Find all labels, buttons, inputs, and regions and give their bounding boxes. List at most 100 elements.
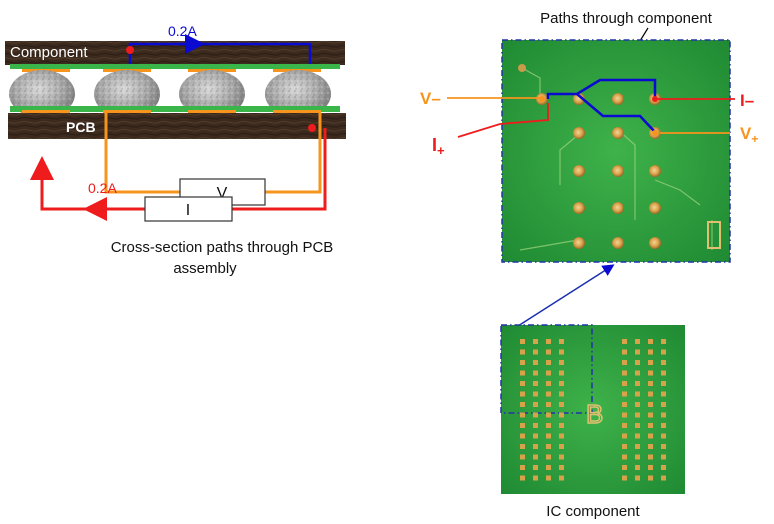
ic-pad bbox=[635, 402, 640, 407]
ic-pad bbox=[661, 423, 666, 428]
ic-pad bbox=[559, 402, 564, 407]
ic-pad bbox=[635, 381, 640, 386]
ic-pad bbox=[622, 433, 627, 439]
ic-pad bbox=[546, 370, 551, 376]
ic-pad bbox=[635, 412, 640, 418]
ic-pad bbox=[533, 412, 538, 418]
ic-pad bbox=[622, 391, 627, 397]
ic-pad bbox=[533, 339, 538, 344]
current-path-component: 0.2A bbox=[126, 23, 312, 64]
ic-pad bbox=[648, 339, 653, 344]
ic-pad bbox=[622, 349, 627, 355]
cross-section-caption-line2: assembly bbox=[173, 260, 237, 277]
ic-component: B IC component bbox=[500, 324, 685, 520]
ic-pad bbox=[520, 349, 525, 355]
ic-pad bbox=[559, 412, 564, 418]
ammeter-box bbox=[144, 196, 233, 222]
ic-pad bbox=[533, 360, 538, 365]
ic-pad bbox=[661, 349, 666, 355]
ic-pad bbox=[648, 360, 653, 365]
ic-pad bbox=[533, 454, 538, 460]
v-plus-label: V+ bbox=[740, 124, 758, 146]
ic-pad bbox=[661, 381, 666, 386]
ic-pad bbox=[622, 370, 627, 376]
cross-section-caption-line1: Cross-section paths through PCB bbox=[111, 239, 334, 256]
detail-traces bbox=[519, 67, 713, 251]
cross-section: Component PCB 0.2A V I 0.2A bbox=[5, 23, 346, 277]
pcb-pads bbox=[10, 106, 340, 113]
ic-pad bbox=[559, 391, 564, 397]
ic-pad bbox=[635, 475, 640, 481]
zoom-connector-arrow bbox=[517, 264, 615, 327]
ic-pad bbox=[622, 465, 627, 470]
detail-sense-lines bbox=[447, 96, 730, 136]
i-plus-label: I+ bbox=[432, 135, 445, 158]
ic-pad bbox=[635, 349, 640, 355]
detail-view: Paths through component bbox=[420, 10, 758, 263]
ic-pad bbox=[648, 475, 653, 481]
ic-pad bbox=[520, 475, 525, 481]
ic-pad bbox=[622, 339, 627, 344]
pcb-label: PCB bbox=[66, 119, 96, 135]
ic-pad bbox=[546, 454, 551, 460]
ic-pad bbox=[546, 423, 551, 428]
ic-pad bbox=[520, 412, 525, 418]
ic-pad bbox=[661, 360, 666, 365]
detail-title: Paths through component bbox=[540, 10, 713, 27]
ic-pad bbox=[520, 423, 525, 428]
ic-pad bbox=[661, 370, 666, 376]
ic-pad bbox=[559, 360, 564, 365]
ic-pad bbox=[635, 454, 640, 460]
ic-pad bbox=[635, 433, 640, 439]
ic-pad bbox=[661, 391, 666, 397]
ic-pad bbox=[533, 391, 538, 397]
ic-pad bbox=[648, 381, 653, 386]
probe-point-top bbox=[126, 46, 134, 54]
voltmeter-label: V bbox=[217, 185, 228, 202]
ic-pad bbox=[520, 381, 525, 386]
ic-pad bbox=[622, 360, 627, 365]
ic-pad bbox=[648, 412, 653, 418]
ic-pad bbox=[622, 423, 627, 428]
ic-pad bbox=[622, 412, 627, 418]
ic-pad bbox=[520, 370, 525, 376]
ic-marking: B bbox=[586, 399, 603, 429]
ic-pad bbox=[622, 402, 627, 407]
ic-pad bbox=[559, 423, 564, 428]
ic-pad bbox=[648, 423, 653, 428]
ic-pad bbox=[661, 339, 666, 344]
ic-pad bbox=[635, 360, 640, 365]
ic-pad bbox=[533, 402, 538, 407]
ic-pad bbox=[533, 349, 538, 355]
ic-pad bbox=[635, 370, 640, 376]
ic-pad bbox=[546, 339, 551, 344]
ic-pad bbox=[520, 391, 525, 397]
ic-pad bbox=[546, 391, 551, 397]
ic-pad bbox=[520, 402, 525, 407]
ic-pad bbox=[648, 349, 653, 355]
current-label-bottom: 0.2A bbox=[88, 180, 117, 196]
ic-pad bbox=[546, 465, 551, 470]
ic-pad bbox=[635, 444, 640, 449]
ic-pad bbox=[635, 339, 640, 344]
i-minus-label: I– bbox=[740, 91, 754, 110]
probe-point-bottom bbox=[308, 124, 316, 132]
detail-edge-marker bbox=[707, 221, 721, 249]
ic-pad bbox=[648, 433, 653, 439]
ic-pad bbox=[648, 370, 653, 376]
ic-pad bbox=[661, 402, 666, 407]
ic-pad bbox=[559, 465, 564, 470]
ic-pad bbox=[661, 475, 666, 481]
ic-pad bbox=[648, 391, 653, 397]
ic-pad bbox=[520, 454, 525, 460]
ic-pad bbox=[661, 444, 666, 449]
v-minus-label: V– bbox=[420, 89, 441, 108]
ic-pad bbox=[520, 444, 525, 449]
ic-pad bbox=[661, 454, 666, 460]
ic-pad bbox=[648, 444, 653, 449]
ic-pad bbox=[520, 339, 525, 344]
ic-pad bbox=[661, 465, 666, 470]
ic-pad bbox=[546, 433, 551, 439]
pcb-substrate bbox=[8, 113, 346, 139]
ic-pad bbox=[559, 433, 564, 439]
